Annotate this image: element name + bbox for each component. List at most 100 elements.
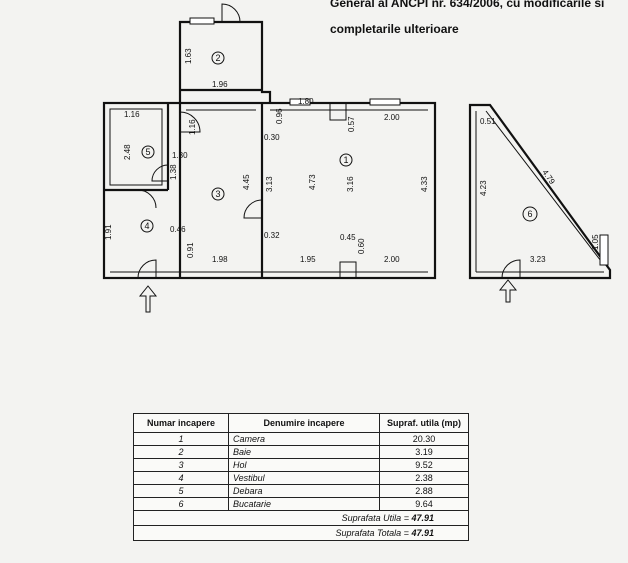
door-bathroom-exterior — [221, 3, 241, 23]
dimension-label: 0.60 — [357, 238, 366, 254]
door-bathroom-hall — [179, 111, 201, 133]
wall-niche — [339, 261, 357, 278]
table-row: 3 Hol 9.52 — [133, 458, 469, 472]
dimension-label: 4.33 — [420, 176, 429, 192]
total-total-value: 47.91 — [411, 528, 434, 538]
door-vestibule — [137, 189, 157, 209]
door-entrance — [137, 259, 157, 279]
room-name-cell: Baie — [228, 445, 380, 459]
dimension-label: 1.98 — [212, 255, 228, 264]
table-header-row: Numar incapere Denumire incapere Supraf.… — [133, 413, 469, 433]
total-row-total: Suprafata Totala = 47.91 — [133, 525, 469, 541]
window — [599, 234, 609, 266]
entrance-arrow-icon — [138, 285, 158, 313]
room-number-cell: 2 — [133, 445, 229, 459]
column-header: Numar incapere — [133, 413, 229, 433]
room-4-marker — [140, 219, 154, 233]
window — [189, 17, 215, 25]
dimension-label: 2.48 — [123, 144, 132, 160]
room-number: 6 — [527, 209, 532, 219]
dimension-label: 3.23 — [530, 255, 546, 264]
dimension-label: 1.96 — [212, 80, 228, 89]
column-header: Denumire incapere — [228, 413, 380, 433]
dimension-label: 3.13 — [265, 176, 274, 192]
room-name-cell: Debara — [228, 484, 380, 498]
room-area-cell: 9.64 — [379, 497, 469, 511]
dimension-label: 0.57 — [347, 116, 356, 132]
dimension-label: 2.00 — [384, 255, 400, 264]
room-2-marker — [211, 51, 225, 65]
room-1-marker — [339, 153, 353, 167]
table-row: 2 Baie 3.19 — [133, 445, 469, 459]
total-total-label: Suprafata Totala = — [335, 528, 412, 538]
dimension-label: 0.30 — [264, 133, 280, 142]
dimension-label: 2.00 — [384, 113, 400, 122]
dimension-label: 4.73 — [308, 174, 317, 190]
door-kitchen — [501, 259, 521, 279]
room-area-cell: 3.19 — [379, 445, 469, 459]
table-row: 1 Camera 20.30 — [133, 432, 469, 446]
table-row: 6 Bucatarie 9.64 — [133, 497, 469, 511]
room-number: 5 — [145, 147, 150, 157]
room-number: 4 — [144, 221, 149, 231]
dimension-label: 1.05 — [591, 234, 600, 250]
entrance-arrow-icon — [498, 279, 518, 303]
room-number-cell: 3 — [133, 458, 229, 472]
wall-niche — [329, 103, 347, 121]
room-5-marker — [141, 145, 155, 159]
dimension-label: 0.45 — [340, 233, 356, 242]
bathroom-wall — [178, 20, 272, 103]
room-name-cell: Hol — [228, 458, 380, 472]
room-area-cell: 20.30 — [379, 432, 469, 446]
room-6-marker — [522, 206, 538, 222]
room-number: 1 — [343, 155, 348, 165]
header-line-2: completarile ulterioare — [330, 22, 459, 36]
room-3-marker — [211, 187, 225, 201]
total-row-util: Suprafata Utila = 47.91 — [133, 510, 469, 526]
inner-wall-line — [485, 110, 605, 266]
dimension-label: 0.32 — [264, 231, 280, 240]
total-util-cell: Suprafata Utila = 47.91 — [133, 510, 469, 526]
dimension-label: 1.38 — [169, 164, 178, 180]
room-number-cell: 5 — [133, 484, 229, 498]
total-util-value: 47.91 — [411, 513, 434, 523]
total-util-label: Suprafata Utila = — [341, 513, 412, 523]
dimension-label: 3.16 — [346, 176, 355, 192]
floor-plan: 1 2 3 4 5 6 1.63 1.96 1.16 2.48 1.30 1.3… — [102, 3, 612, 313]
window — [369, 98, 401, 106]
dimension-label: 0.91 — [186, 242, 195, 258]
room-number: 3 — [215, 189, 220, 199]
dimension-label: 1.16 — [124, 110, 140, 119]
door-storage — [151, 164, 169, 182]
table-row: 4 Vestibul 2.38 — [133, 471, 469, 485]
kitchen-wall — [468, 103, 612, 280]
total-total-cell: Suprafata Totala = 47.91 — [133, 525, 469, 541]
room-name-cell: Bucatarie — [228, 497, 380, 511]
room-name-cell: Camera — [228, 432, 380, 446]
room-area-cell: 2.38 — [379, 471, 469, 485]
dimension-label: 1.80 — [298, 97, 314, 106]
dimension-label: 4.23 — [479, 180, 488, 196]
dimension-label: 1.16 — [188, 119, 197, 135]
dimension-label: 4.45 — [242, 174, 251, 190]
window — [289, 98, 311, 106]
dimension-label: 1.30 — [172, 151, 188, 160]
room-number-cell: 4 — [133, 471, 229, 485]
inner-wall-line — [109, 108, 163, 186]
table-row: 5 Debara 2.88 — [133, 484, 469, 498]
column-header: Supraf. utila (mp) — [379, 413, 469, 433]
dimension-label: 1.91 — [104, 224, 113, 240]
room-area-cell: 9.52 — [379, 458, 469, 472]
dimension-label: 1.63 — [184, 48, 193, 64]
dimension-label: 0.51 — [480, 117, 496, 126]
dimension-label: 0.96 — [275, 108, 284, 124]
dimension-label: 0.46 — [170, 225, 186, 234]
door-living — [243, 199, 263, 219]
room-number-cell: 1 — [133, 432, 229, 446]
room-number-cell: 6 — [133, 497, 229, 511]
room-area-cell: 2.88 — [379, 484, 469, 498]
dimension-label: 1.95 — [300, 255, 316, 264]
rooms-table: Numar incapere Denumire incapere Supraf.… — [133, 413, 469, 541]
room-number: 2 — [215, 53, 220, 63]
header-line-1: General al ANCPI nr. 634/2006, cu modifi… — [330, 0, 605, 10]
